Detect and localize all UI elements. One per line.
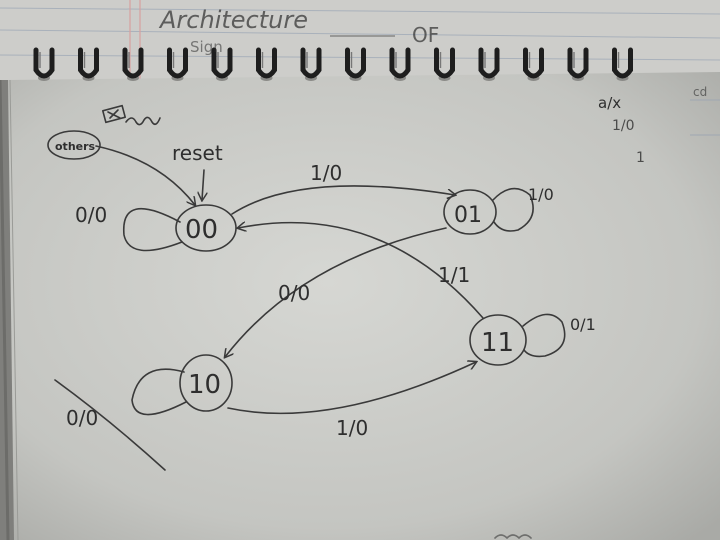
state-10 [179, 354, 233, 412]
arrow-11-to-00-label: 1/1 [438, 263, 470, 287]
spiral-ring [345, 47, 366, 81]
spiral-binding [33, 47, 633, 81]
spiral-ring [478, 47, 500, 81]
spiral-ring [122, 47, 144, 81]
arrow-10-to-11 [227, 362, 476, 415]
loop-00-label: 0/0 [75, 203, 107, 227]
margin-scrawl: cd [693, 85, 707, 99]
spiral-ring [33, 47, 55, 81]
arrow-10-to-11-label: 1/0 [336, 416, 368, 440]
arrow-others-to-00 [95, 145, 195, 205]
state-01 [443, 189, 497, 235]
state-00-label: 00 [185, 215, 218, 245]
loop-01-label: 1/0 [528, 185, 554, 204]
state-01-label: 01 [454, 203, 482, 228]
legend-row-1: 1/0 [612, 118, 635, 134]
spiral-ring [300, 47, 322, 81]
spiral-ring [567, 47, 589, 81]
notebook-page [8, 72, 720, 540]
scribble-mark [101, 104, 161, 126]
header-of-scrawl: OF [412, 23, 439, 47]
state-11 [469, 314, 527, 366]
spiral-ring [211, 47, 233, 81]
state-diagram: others reset 00 0/0 01 1/0 1/0 10 0/ [47, 94, 645, 471]
spiral-ring [167, 47, 188, 81]
arrow-11-to-00 [238, 223, 484, 319]
loop-11-label: 0/1 [570, 315, 596, 334]
arrow-01-to-10-label: 0/0 [278, 281, 310, 305]
page-edge-lines [0, 79, 10, 540]
header-subtitle-scrawl: Sign [190, 38, 223, 56]
header-title-scrawl: Architecture [158, 6, 308, 34]
spiral-ring [78, 47, 99, 81]
loop-01 [492, 187, 534, 232]
legend-header: a/x [598, 94, 621, 112]
back-page [0, 0, 720, 80]
spiral-ring [434, 47, 455, 81]
arrow-00-to-01-label: 1/0 [310, 161, 342, 185]
reset-arrow [202, 169, 204, 200]
spiral-ring [256, 47, 277, 81]
state-11-label: 11 [481, 328, 514, 358]
spiral-ring [612, 47, 633, 81]
loop-10 [131, 368, 187, 416]
strike-line [54, 379, 166, 471]
reset-label: reset [172, 141, 223, 165]
loop-10-label: 0/0 [66, 406, 98, 430]
loop-00 [123, 207, 183, 252]
spiral-ring [523, 47, 544, 81]
spiral-ring [389, 47, 411, 81]
state-10-label: 10 [188, 370, 221, 400]
loop-11 [522, 313, 566, 358]
state-others-label: others [55, 140, 96, 153]
arrow-01-to-10 [225, 227, 447, 357]
legend-row-2: 1 [636, 150, 645, 166]
bottom-scrawl [494, 534, 532, 539]
arrow-00-to-01 [231, 185, 455, 215]
state-others [47, 130, 101, 160]
